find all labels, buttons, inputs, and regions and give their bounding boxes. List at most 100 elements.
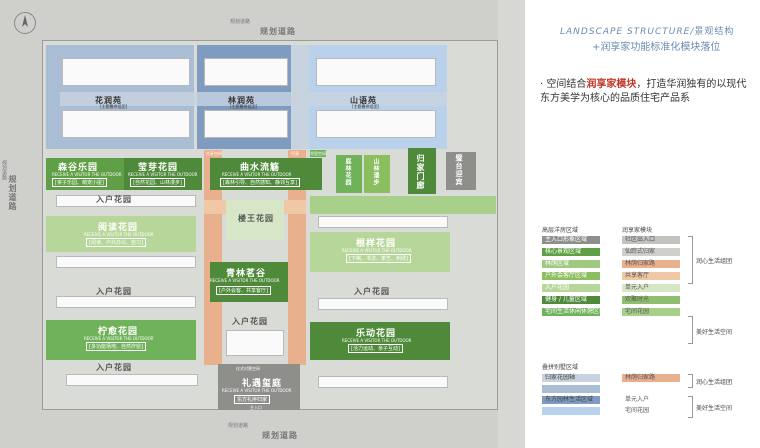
legend-label: 林荫区域	[545, 260, 570, 267]
zone-lou-title: 楼王花园	[238, 214, 274, 223]
legend-swatch	[542, 296, 600, 304]
road-top	[0, 0, 525, 40]
zone-qinglin-title: 青林茗谷	[226, 269, 267, 279]
legend-swatch	[622, 284, 680, 292]
legend-swatch	[542, 407, 600, 415]
legend-swatch	[622, 407, 680, 415]
road-left	[0, 0, 42, 448]
villa-row	[62, 58, 190, 86]
zone-liyin-box: [多功能场地、自然疗愈]	[86, 342, 146, 351]
road-bottom	[0, 410, 525, 448]
zone-qushui-sub: RECEIVE A VISITOR THE OUTDOOR	[222, 172, 292, 177]
legend-stack-title: 叠拼别墅区域	[542, 364, 579, 371]
zone-sengu-box: [亲子乐园、萌宠小屋]	[52, 178, 107, 187]
tower	[56, 296, 196, 308]
zone-genke-title: 根样花园	[356, 239, 397, 249]
legend-label: 林荫归家路	[625, 374, 656, 381]
villa-row	[316, 110, 436, 138]
legend-label: 健身 / 儿童区域	[545, 296, 587, 303]
legend-label: 仙踪式归家	[625, 248, 656, 255]
road-bottom-label: 规划道路	[262, 431, 298, 440]
zone-guijia	[408, 148, 436, 194]
zone-qinglin-sub: RECEIVE A VISITOR THE OUTDOOR	[210, 278, 280, 283]
legend-label: 入户花园	[545, 284, 570, 291]
zone-liyu-sub: RECEIVE A VISITOR THE OUTDOOR	[222, 388, 292, 393]
zone-shanlin-title: 山林漫步	[372, 158, 379, 186]
zone-liyin-title: 柠愈花园	[98, 327, 139, 337]
legend-label: 欢聚时光	[625, 296, 650, 303]
zone-sengu-title: 森谷乐园	[58, 163, 99, 173]
tag-yijin: 仪式对景空间	[236, 365, 260, 372]
zone-ledong-title: 乐动花园	[356, 329, 397, 339]
villa-row	[204, 58, 288, 86]
zone-shanyu-title: 山语苑	[350, 96, 377, 105]
zone-genke	[310, 232, 450, 272]
legend-high-title: 高层洋房区域	[542, 227, 579, 234]
site-plan: 规划道路 规划道路 规划道路 规划道路 规划道路 规划道路 花润苑 [主题叠拼组…	[0, 0, 525, 448]
legend-label: 共享客厅	[625, 272, 650, 279]
zone-yuedu-box: [阅读、户外办公、自习]	[86, 238, 146, 247]
zone-maoyu-sub: RECEIVE A VISITOR THE OUTDOOR	[128, 172, 198, 177]
zone-maoyu-box: [自然花园、山林漫步]	[130, 178, 185, 187]
zone-liyu-box: 东方礼序归家	[234, 395, 271, 404]
entry-label-5: 入户花园	[354, 287, 390, 296]
legend-swatch	[542, 236, 600, 244]
zone-ledong-sub: RECEIVE A VISITOR THE OUTDOOR	[342, 338, 412, 343]
entry-label-3: 入户花园	[96, 363, 132, 372]
legend-side-b: 美好生活空间	[696, 329, 733, 336]
entry-label-2: 入户花园	[96, 287, 132, 296]
legend-swatch	[622, 385, 680, 393]
legend-side-a: 润心生活组团	[696, 258, 733, 265]
legend-swatch	[622, 248, 680, 256]
legend-swatch	[622, 396, 680, 404]
legend-swatch	[622, 374, 680, 382]
legend-label: 宅间生活休闲休憩区域	[545, 308, 606, 315]
zone-yuedu-sub: RECEIVE A VISITOR THE OUTDOOR	[84, 232, 154, 237]
legend-swatch	[542, 284, 600, 292]
zone-qushui-title: 曲水流觞	[240, 163, 281, 173]
zone-qushui-box: [森林引导、自然感知、静邻互享]	[220, 178, 300, 187]
road-left-small-label: 规划道路	[1, 160, 7, 180]
villa-row	[62, 110, 190, 138]
zone-genke-box: [下棋、书法、茶艺、刺绣]	[346, 254, 411, 263]
legend-brace-b	[688, 316, 693, 344]
legend-label: 单元入户	[625, 396, 650, 403]
tag-zhu: 主入口	[250, 405, 262, 410]
tag-gongxiang: 共享空间	[206, 150, 222, 157]
legend-swatch	[622, 296, 680, 304]
zone-liyin	[46, 320, 196, 360]
zone-qinglin	[210, 262, 288, 302]
legend-label: 单元入户	[625, 284, 650, 291]
legend-swatch	[542, 374, 600, 382]
legend-swatch	[542, 385, 600, 393]
header-title-cn: 景观结构	[694, 27, 735, 37]
legend-swatch	[622, 236, 680, 244]
legend-side-c: 润心生活组团	[696, 379, 733, 386]
entry-label-4: 入户花园	[232, 317, 268, 326]
description: · 空间结合润享家模块，打造华润独有的以现代东方美学为核心的品质住宅产品系	[540, 78, 752, 106]
tower	[318, 216, 448, 228]
zone-maoyu-title: 莹芽花园	[138, 163, 179, 173]
tower	[226, 330, 284, 356]
tower	[318, 376, 448, 388]
north-arrow-icon	[14, 12, 36, 34]
zone-linrun-sub: [主题叠拼组团]	[230, 104, 258, 109]
legend-label: 核心景观区域	[545, 248, 582, 255]
road-top-small-label: 规划道路	[230, 19, 251, 25]
legend-swatch	[542, 308, 600, 316]
zone-huarun-sub: [主题叠拼组团]	[100, 104, 128, 109]
villa-row	[316, 58, 436, 86]
legend-swatch	[542, 272, 600, 280]
legend-label: 宅间花园	[625, 407, 650, 414]
zone-lou	[226, 200, 284, 240]
zone-ledong	[310, 322, 450, 360]
legend-label: 户外会客厅区域	[545, 272, 588, 279]
legend-brace-d	[688, 396, 693, 418]
legend-label: 林荫归家路	[625, 260, 656, 267]
garden-lake	[310, 196, 496, 214]
legend-label: 主入口形象区域	[545, 236, 588, 243]
zone-linrun-title: 林润苑	[228, 96, 255, 105]
zone-yuedu-title: 阅读花园	[98, 223, 139, 233]
legend-swatch	[542, 260, 600, 268]
legend-swatch	[542, 396, 600, 404]
